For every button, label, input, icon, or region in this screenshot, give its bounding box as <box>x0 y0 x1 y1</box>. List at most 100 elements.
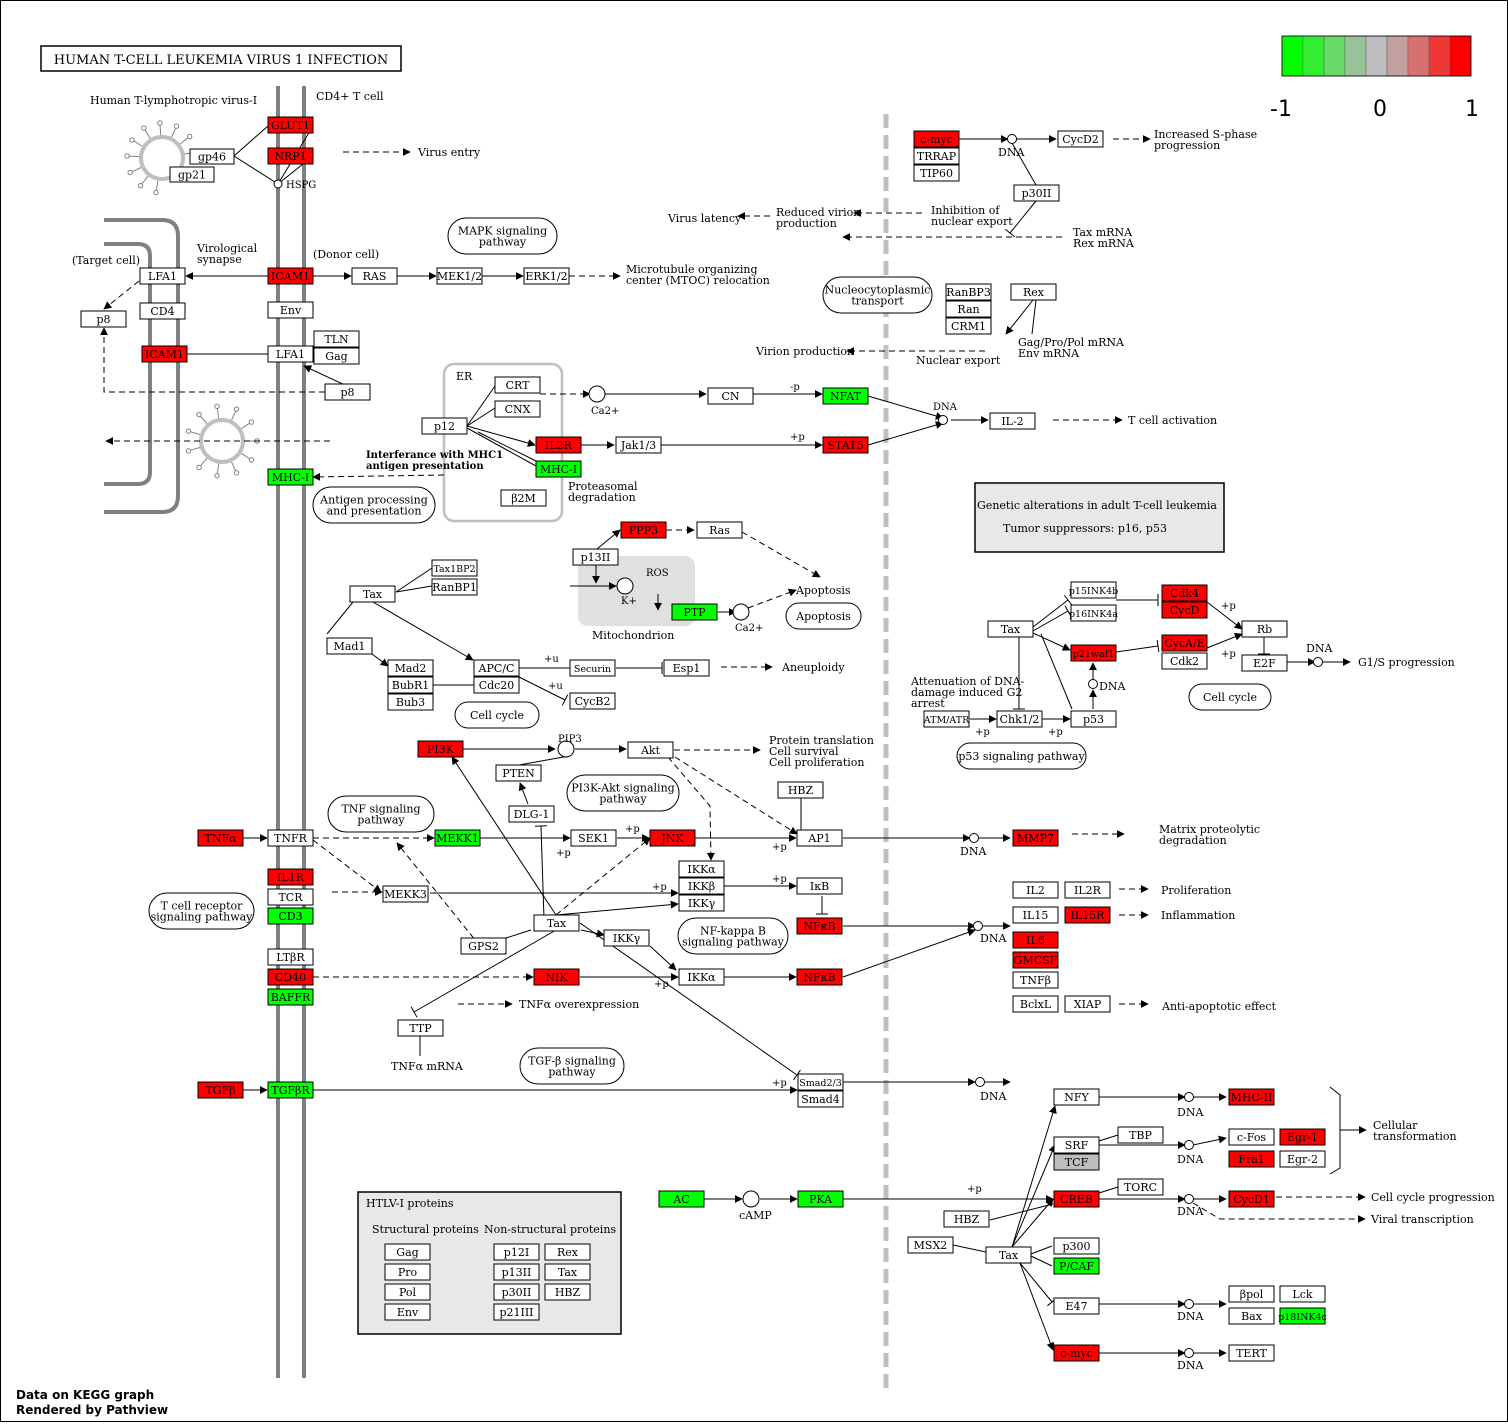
gene-node-cycd2[interactable]: CycD2 <box>1058 131 1103 147</box>
gene-node-ptp[interactable]: PTP <box>672 604 717 620</box>
gene-node-hbz2[interactable]: HBZ <box>944 1211 989 1227</box>
gene-node-p18[interactable]: p18INK4c <box>1278 1308 1327 1324</box>
gene-node-jnk[interactable]: JNK <box>650 830 695 846</box>
gene-node-apcc[interactable]: APC/C <box>474 660 519 676</box>
gene-node-nfy[interactable]: NFY <box>1054 1089 1099 1105</box>
gene-node-crm1[interactable]: CRM1 <box>946 318 991 334</box>
gene-node-il2rb[interactable]: IL2R <box>1065 882 1110 898</box>
gene-node-il2r1[interactable]: IL2R <box>536 437 581 453</box>
gene-node-mhcii[interactable]: MHC-II <box>1229 1089 1274 1105</box>
gene-node-erk12[interactable]: ERK1/2 <box>524 268 569 284</box>
gene-node-nfat[interactable]: NFAT <box>823 388 868 404</box>
gene-node-tax1[interactable]: Tax <box>350 586 395 602</box>
gene-node-tnfb[interactable]: TNFβ <box>1013 972 1058 988</box>
gene-node-ikky1[interactable]: IKKγ <box>679 895 724 911</box>
gene-node-ras1[interactable]: RAS <box>352 268 397 284</box>
gene-node-bax[interactable]: Bax <box>1229 1308 1274 1324</box>
gene-node-p8b[interactable]: p8 <box>325 384 370 400</box>
gene-node-tgfb[interactable]: TGFβ <box>198 1082 243 1098</box>
gene-node-egr2[interactable]: Egr-2 <box>1280 1151 1325 1167</box>
gene-node-lfa1a[interactable]: LFA1 <box>140 268 185 284</box>
gene-node-cnx[interactable]: CNX <box>495 401 540 417</box>
gene-node-lfa1b[interactable]: LFA1 <box>268 346 313 362</box>
gene-node-ran[interactable]: Ran <box>946 301 991 317</box>
gene-node-pka[interactable]: PKA <box>798 1191 843 1207</box>
gene-node-p13ii[interactable]: p13II <box>573 549 618 565</box>
gene-node-cycae[interactable]: CycA/E <box>1162 635 1207 651</box>
gene-node-gp21[interactable]: gp21 <box>170 167 214 182</box>
gene-node-ikkb[interactable]: IKKβ <box>679 878 724 894</box>
gene-node-tcr[interactable]: TCR <box>268 889 313 905</box>
gene-node-cdk2[interactable]: Cdk2 <box>1162 653 1207 669</box>
gene-node-h_pro[interactable]: Pro <box>385 1264 430 1280</box>
gene-node-e47[interactable]: E47 <box>1054 1298 1099 1314</box>
gene-node-h_tax[interactable]: Tax <box>545 1264 590 1280</box>
gene-node-rex1[interactable]: Rex <box>1011 284 1056 300</box>
gene-node-h_p30ii[interactable]: p30II <box>494 1284 539 1300</box>
gene-node-ac[interactable]: AC <box>659 1191 704 1207</box>
gene-node-bub3[interactable]: Bub3 <box>388 694 433 710</box>
gene-node-akt[interactable]: Akt <box>628 742 673 758</box>
gene-node-ranbp3[interactable]: RanBP3 <box>946 284 991 300</box>
gene-node-h_p12i[interactable]: p12I <box>494 1244 539 1260</box>
gene-node-pcaf[interactable]: P/CAF <box>1054 1258 1099 1274</box>
gene-node-p15[interactable]: p15INK4b <box>1069 582 1118 598</box>
gene-node-tnfr[interactable]: TNFR <box>268 830 313 846</box>
gene-node-h_gag[interactable]: Gag <box>385 1244 430 1260</box>
gene-node-ras2[interactable]: Ras <box>697 522 742 538</box>
gene-node-bubr1[interactable]: BubR1 <box>388 677 433 693</box>
gene-node-esp1[interactable]: Esp1 <box>664 660 709 676</box>
gene-node-tgfbr[interactable]: TGFβR <box>268 1082 313 1098</box>
gene-node-cmyc1[interactable]: c-myc <box>914 131 959 147</box>
gene-node-tert[interactable]: TERT <box>1229 1345 1274 1361</box>
gene-node-smad4[interactable]: Smad4 <box>798 1091 843 1107</box>
gene-node-h_env[interactable]: Env <box>385 1304 430 1320</box>
gene-node-creb[interactable]: CREB <box>1054 1191 1099 1207</box>
gene-node-tax3[interactable]: Tax <box>534 915 579 931</box>
gene-node-h_p21iii[interactable]: p21III <box>494 1304 539 1320</box>
gene-node-bpol[interactable]: βpol <box>1229 1286 1274 1302</box>
gene-node-h_p13ii[interactable]: p13II <box>494 1264 539 1280</box>
gene-node-ranbp1[interactable]: RanBP1 <box>432 579 477 595</box>
gene-node-jak13[interactable]: Jak1/3 <box>616 437 661 453</box>
gene-node-p8a[interactable]: p8 <box>81 311 126 327</box>
gene-node-bclxl[interactable]: BclxL <box>1013 996 1058 1012</box>
gene-node-baffr[interactable]: BAFFR <box>268 989 313 1005</box>
gene-node-cd40[interactable]: CD40 <box>268 969 313 985</box>
gene-node-pp2a[interactable]: PPP3 <box>621 522 666 538</box>
gene-node-trrap[interactable]: TRRAP <box>914 148 959 164</box>
gene-node-mek12[interactable]: MEK1/2 <box>437 268 482 284</box>
gene-node-nfkb2[interactable]: NFκB <box>797 969 842 985</box>
gene-node-pi3k[interactable]: PI3K <box>418 741 463 757</box>
gene-node-gag1[interactable]: Gag <box>314 348 359 364</box>
gene-node-securin[interactable]: Securin <box>570 660 615 676</box>
pathway-link-apoptosis[interactable]: Apoptosis <box>786 603 861 629</box>
gene-node-hbz1[interactable]: HBZ <box>778 782 823 798</box>
gene-node-torc[interactable]: TORC <box>1118 1179 1163 1195</box>
gene-node-lck[interactable]: Lck <box>1280 1286 1325 1302</box>
gene-node-mmp7[interactable]: MMP7 <box>1013 830 1058 846</box>
gene-node-chk12[interactable]: Chk1/2 <box>997 711 1042 727</box>
gene-node-smad23[interactable]: Smad2/3 <box>798 1074 843 1090</box>
pathway-link-cellcycle1[interactable]: Cell cycle <box>455 702 539 728</box>
gene-node-egr1[interactable]: Egr-1 <box>1280 1129 1325 1145</box>
gene-node-icam1a[interactable]: ICAM1 <box>268 268 313 284</box>
gene-node-il1r[interactable]: IL1R <box>268 869 313 885</box>
gene-node-cmyc2[interactable]: c-myc <box>1054 1345 1099 1361</box>
pathway-link-p53[interactable]: p53 signaling pathway <box>957 743 1086 769</box>
gene-node-icam1b[interactable]: ICAM1 <box>142 346 187 362</box>
gene-node-b2m[interactable]: β2M <box>501 490 546 506</box>
gene-node-p16[interactable]: p16INK4a <box>1069 605 1118 621</box>
gene-node-il2[interactable]: IL-2 <box>990 413 1035 429</box>
gene-node-ikka1[interactable]: IKKα <box>679 861 724 877</box>
gene-node-h_pol[interactable]: Pol <box>385 1284 430 1300</box>
gene-node-tnfa[interactable]: TNFα <box>198 830 243 846</box>
gene-node-nrp1[interactable]: NRP1 <box>268 148 313 164</box>
gene-node-gp46[interactable]: gp46 <box>190 149 234 164</box>
gene-node-gps2[interactable]: GPS2 <box>461 938 506 954</box>
gene-node-cd3[interactable]: CD3 <box>268 908 313 924</box>
gene-node-p21waf1[interactable]: p21waf1 <box>1071 645 1116 661</box>
